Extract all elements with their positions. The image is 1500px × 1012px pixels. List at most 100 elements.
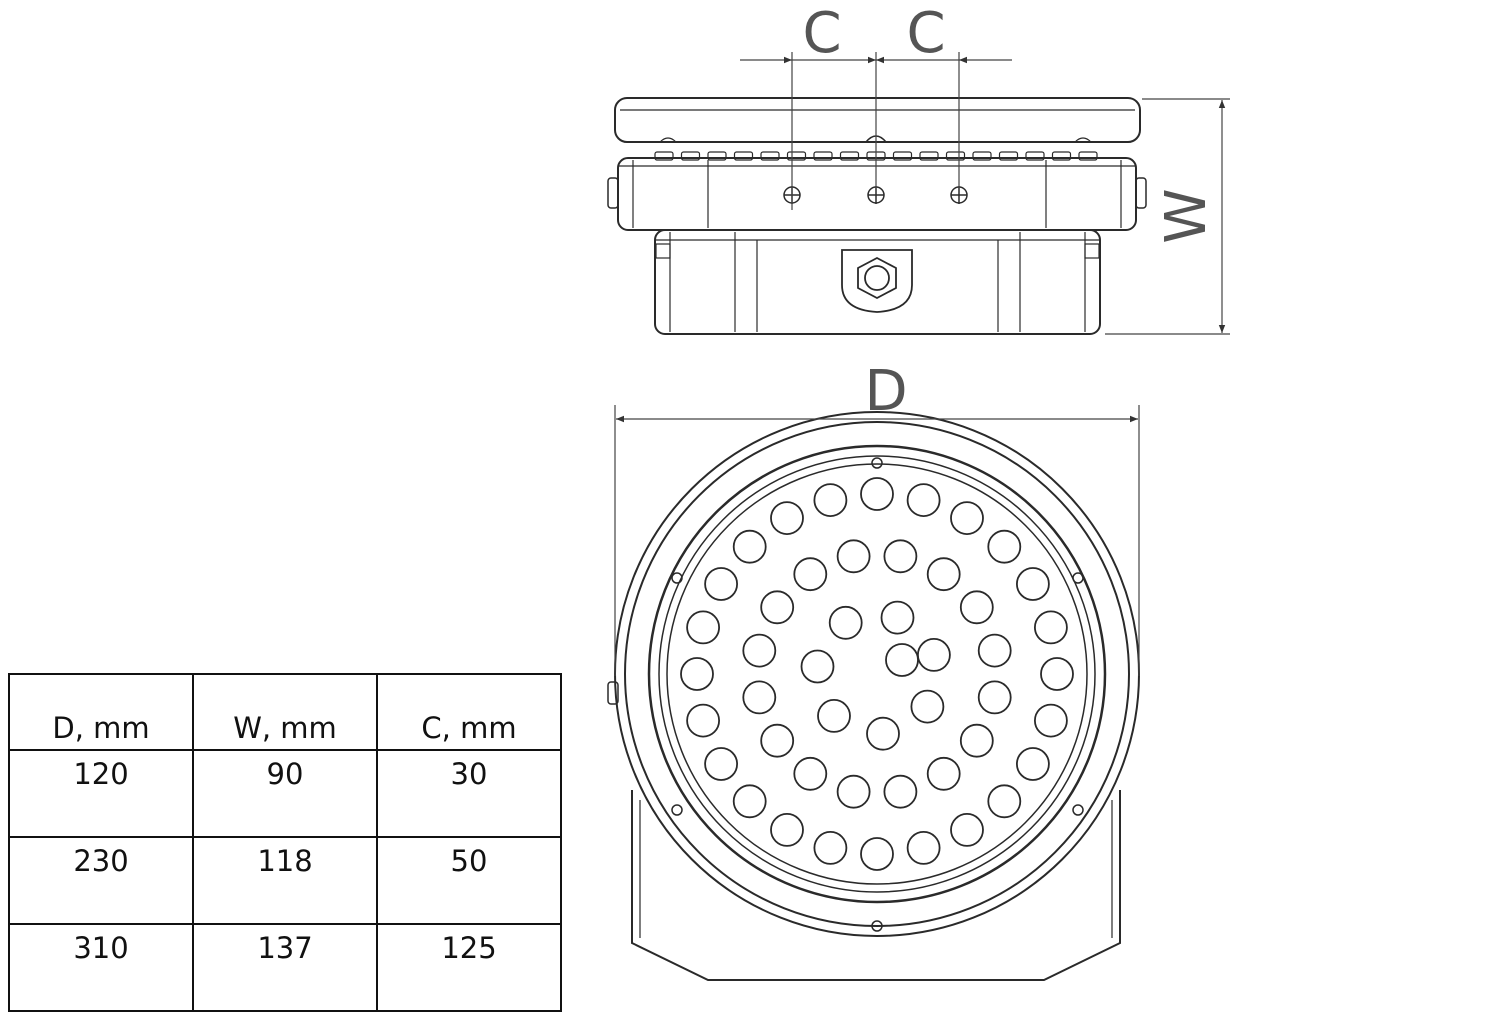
fin-tooth [680, 151, 701, 161]
led-lens [1016, 567, 1050, 601]
led-lens [959, 590, 994, 625]
led-lens [950, 501, 984, 535]
led-lens [742, 633, 777, 668]
c-label-left: C [802, 1, 841, 66]
fin-tooth [972, 151, 992, 161]
screw-center [867, 186, 885, 204]
dimension-table: D, mm W, mm C, mm 120 90 30 230 118 50 3… [8, 673, 562, 1012]
led-lens [732, 529, 767, 564]
table-cell: 310 [8, 923, 194, 1012]
table-cell: 125 [376, 923, 562, 1012]
table-header-w: W, mm [192, 673, 378, 751]
led-lens [950, 813, 984, 847]
led-lens [770, 501, 804, 535]
c-dimension [740, 52, 1012, 210]
table-cell: 30 [376, 749, 562, 838]
table-header-d: D, mm [8, 673, 194, 751]
fin-tooth [654, 151, 674, 161]
led-lens [866, 716, 900, 751]
mount-hole-top [871, 457, 883, 469]
w-dimension [1105, 98, 1230, 335]
table-cell: 90 [192, 749, 378, 838]
fin-tooth [760, 151, 780, 161]
led-lens [906, 831, 941, 865]
fin-tooth [1078, 151, 1098, 161]
led-lens [760, 723, 795, 758]
fin-tooth [945, 151, 966, 161]
table-row: 230 118 50 [8, 836, 562, 925]
led-lens [680, 657, 714, 691]
mount-hole-right-top [1072, 572, 1084, 584]
fin-row [654, 151, 1098, 161]
table-cell: 120 [8, 749, 194, 838]
w-label: W [1154, 188, 1219, 243]
fin-tooth [813, 151, 833, 161]
led-lens [880, 600, 915, 635]
led-lens [883, 539, 918, 574]
led-lens [959, 723, 994, 758]
side-view [607, 52, 1230, 335]
led-array [680, 477, 1074, 871]
led-lens [977, 633, 1012, 668]
led-lens [704, 567, 738, 601]
led-lens [926, 557, 961, 592]
mount-hole-left-top [671, 572, 683, 584]
led-lens [800, 649, 835, 684]
led-lens [860, 477, 894, 511]
c-label-right: C [906, 1, 945, 66]
led-lens [883, 774, 918, 809]
table-cell: 118 [192, 836, 378, 925]
led-lens [1016, 747, 1050, 781]
table-header-row: D, mm W, mm C, mm [8, 673, 562, 751]
led-lens [793, 756, 828, 791]
led-lens [926, 756, 961, 791]
table-row: 310 137 125 [8, 923, 562, 1012]
mount-hole-right-bottom [1072, 804, 1084, 816]
led-lens [828, 605, 863, 640]
fin-tooth [892, 151, 913, 161]
table-header-c: C, mm [376, 673, 562, 751]
led-lens [742, 680, 777, 715]
led-lens [760, 590, 795, 625]
fin-tooth [707, 151, 727, 161]
led-lens [732, 784, 767, 819]
led-lens [885, 643, 919, 677]
led-lens [813, 483, 848, 518]
fin-tooth [839, 151, 860, 161]
fin-tooth [733, 151, 754, 161]
fin-tooth [919, 151, 939, 161]
d-dimension [614, 405, 1140, 676]
led-lens [977, 680, 1012, 715]
mount-hole-bottom [871, 920, 883, 932]
led-lens [860, 837, 894, 871]
led-lens [836, 774, 871, 809]
led-lens [1040, 657, 1074, 691]
led-lens [686, 610, 720, 645]
led-lens [817, 699, 851, 733]
led-lens [910, 689, 945, 724]
cable-gland [841, 249, 913, 313]
led-lens [1034, 610, 1068, 645]
fin-tooth [1025, 151, 1045, 161]
table-cell: 230 [8, 836, 194, 925]
led-lens [906, 483, 941, 518]
screw-right [950, 186, 968, 204]
front-view [607, 411, 1140, 981]
led-lens [836, 539, 871, 574]
d-label: D [864, 359, 907, 424]
fin-tooth [998, 151, 1019, 161]
fin-tooth [1051, 151, 1072, 161]
mount-hole-left-bottom [671, 804, 683, 816]
led-lens [987, 529, 1022, 564]
table-row: 120 90 30 [8, 749, 562, 838]
led-lens [704, 747, 738, 781]
led-lens [793, 557, 828, 592]
table-cell: 137 [192, 923, 378, 1012]
led-lens [1034, 703, 1068, 738]
led-lens [770, 813, 804, 847]
led-lens [987, 784, 1022, 819]
table-cell: 50 [376, 836, 562, 925]
fin-tooth [786, 151, 807, 161]
led-lens [686, 703, 720, 738]
